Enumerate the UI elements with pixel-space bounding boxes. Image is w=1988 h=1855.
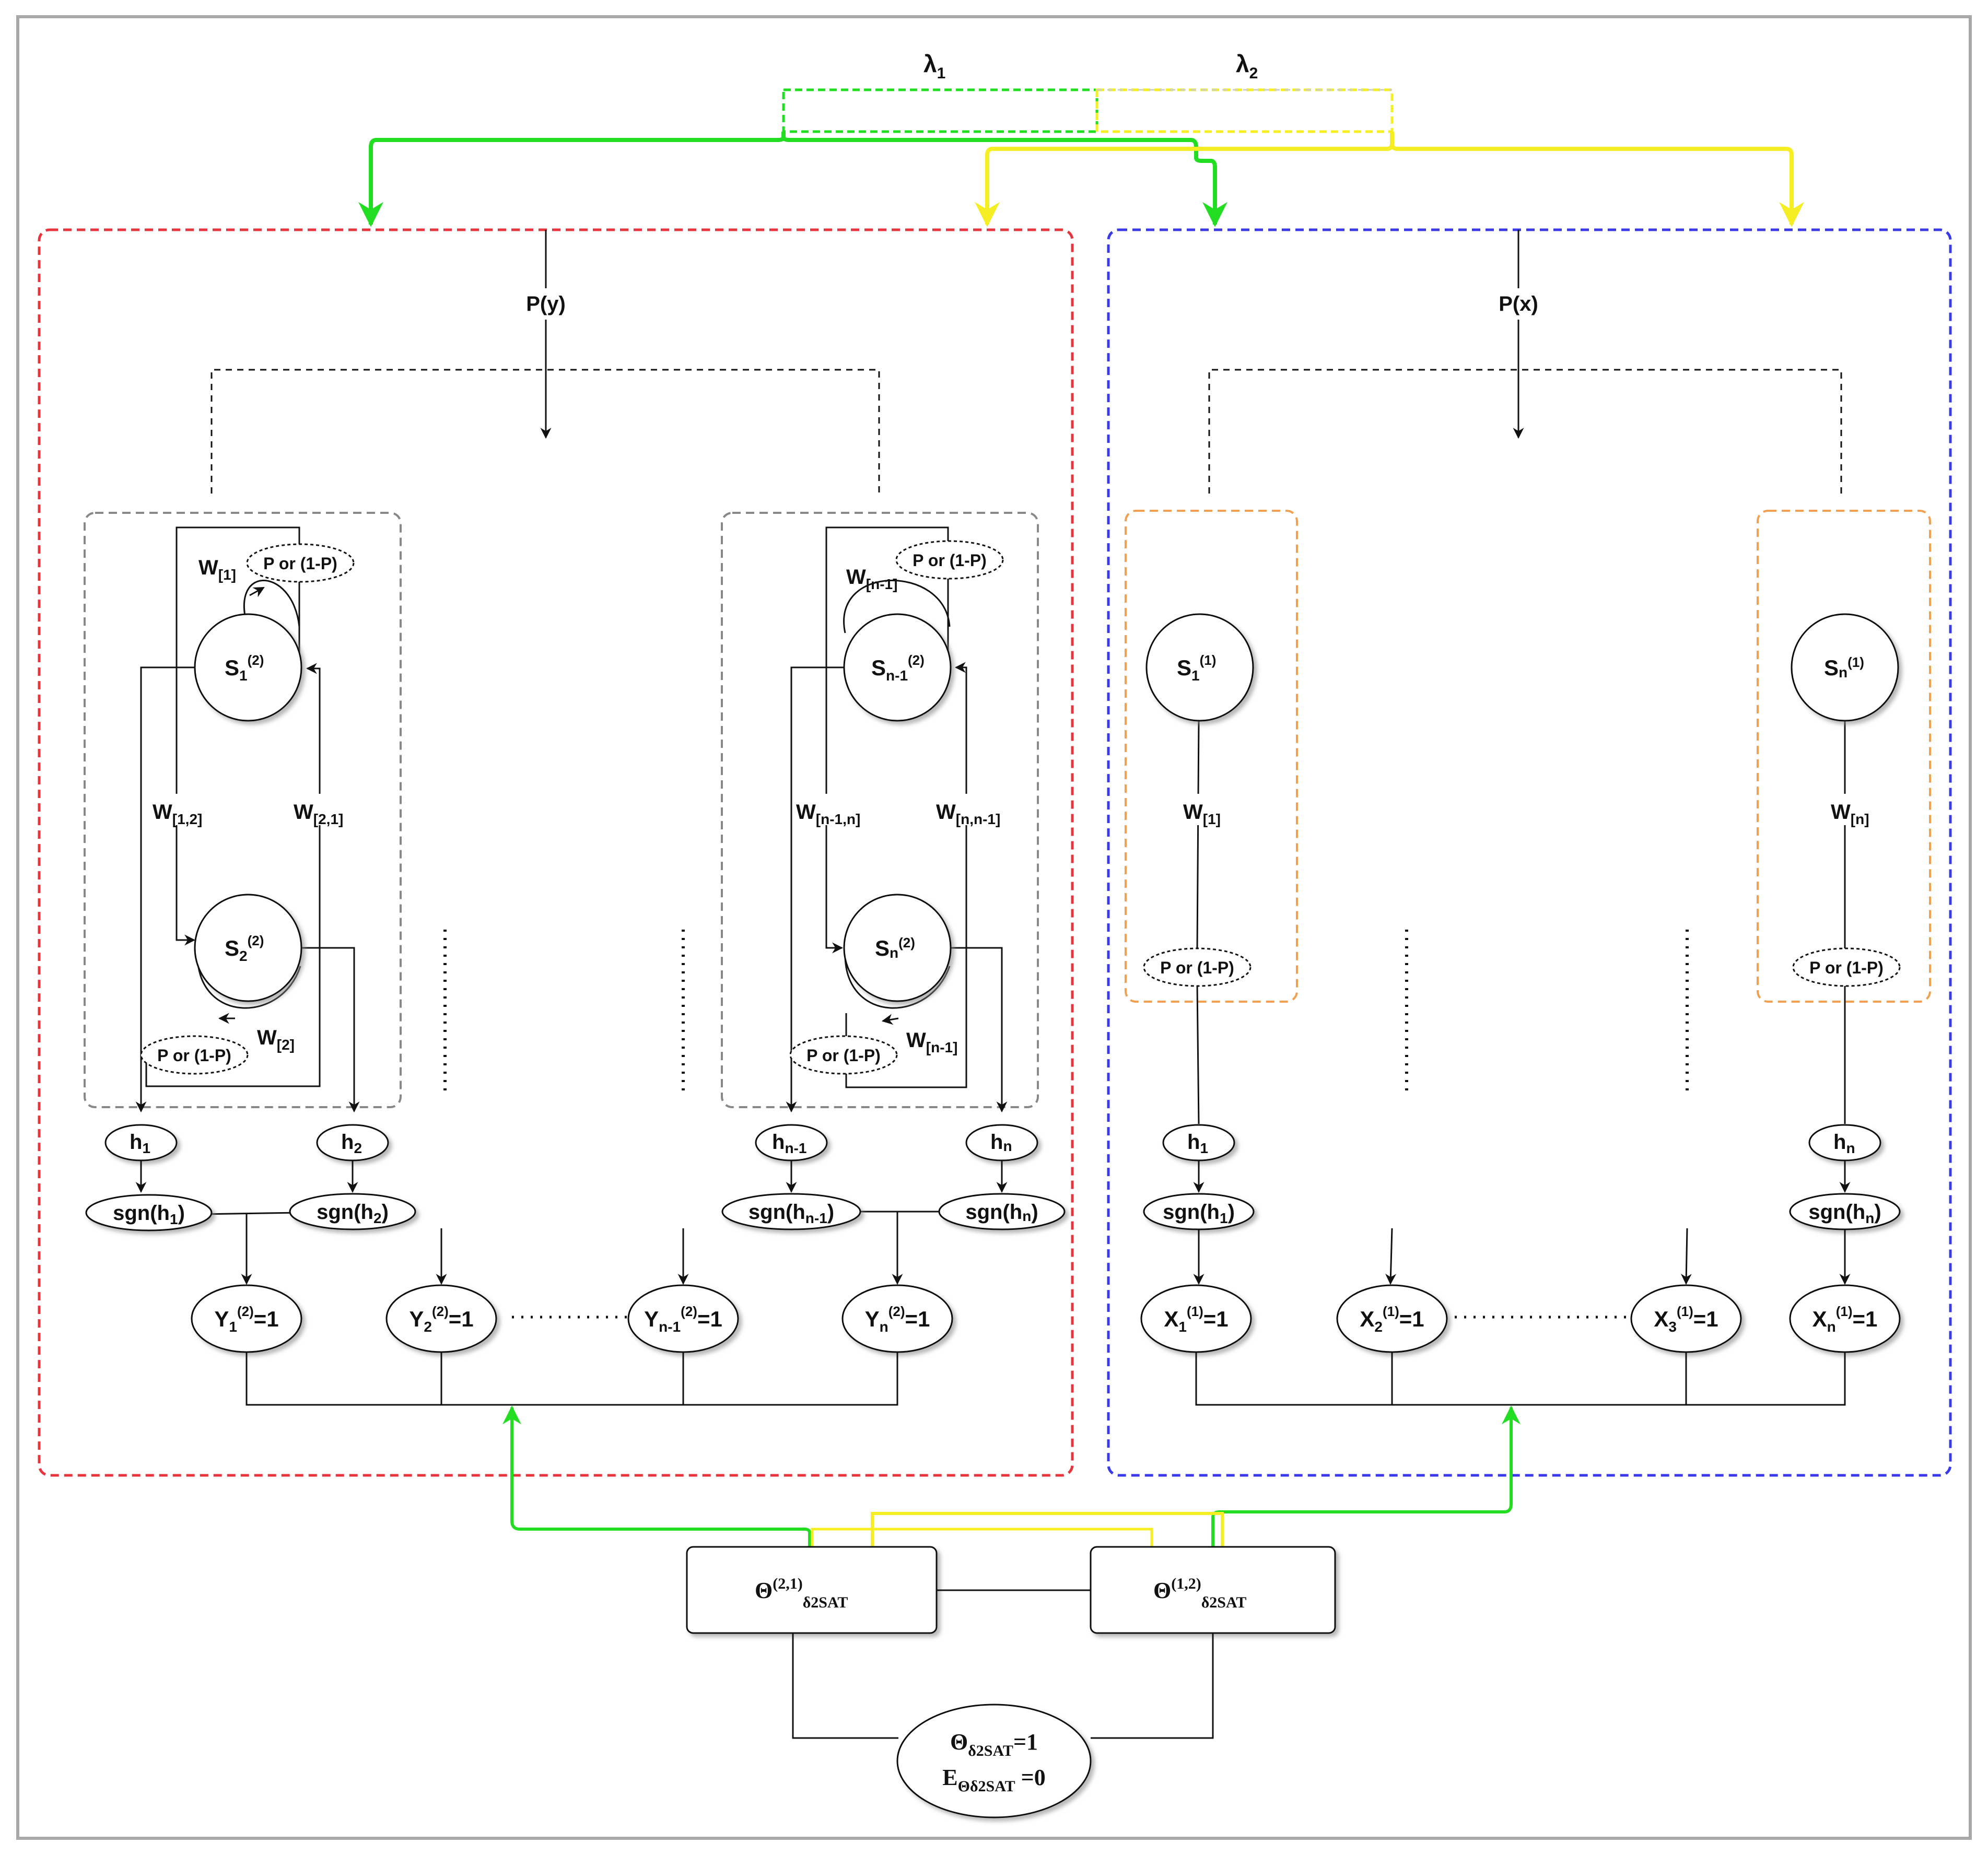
left-b2-w-top: W[n-1] — [846, 566, 897, 592]
theta21-label: Θ(2,1)δ2SAT — [755, 1575, 848, 1611]
left-b1-p-bot: P or (1-P) — [157, 1046, 231, 1065]
left-sgn4: sgn(hn) — [965, 1201, 1038, 1224]
left-panel — [38, 228, 1074, 1477]
green-arrow-lambda1-left — [358, 132, 786, 227]
final-line-1: Θδ2SAT=1 — [950, 1729, 1038, 1759]
green-arrow-up-right — [1211, 1405, 1521, 1547]
left-block-1: S1(2) S2(2) P or (1-P) P or (1-P) W[1] W… — [84, 512, 402, 1113]
left-sgn3: sgn(hn-1) — [749, 1201, 834, 1226]
left-h2: h2 — [341, 1131, 362, 1156]
left-b1-p-top: P or (1-P) — [263, 554, 337, 573]
right-b2-p: P or (1-P) — [1809, 958, 1884, 977]
left-b2-w21: W[n,n-1] — [936, 801, 1000, 827]
theta12-label: Θ(1,2)δ2SAT — [1153, 1575, 1246, 1611]
lambda-group: λ1 λ2 — [782, 50, 1394, 133]
left-sgn-nodes: sgn(h1) sgn(h2) sgn(hn-1) sgn(hn) — [85, 1193, 1066, 1285]
left-sgn1: sgn(h1) — [113, 1202, 185, 1227]
left-y4: Yn(2)=1 — [865, 1304, 930, 1335]
lambda-1-box — [782, 88, 1098, 133]
left-b1-w-top: W[1] — [198, 556, 236, 583]
left-h4: hn — [990, 1131, 1012, 1154]
right-prob-label: P(x) — [1499, 292, 1538, 315]
right-h1: h1 — [1187, 1131, 1208, 1156]
right-x2: X2(1)=1 — [1360, 1304, 1424, 1335]
right-x4: Xn(1)=1 — [1812, 1304, 1878, 1335]
final-condition: Θδ2SAT=1 EΘδ2SAT =0 — [896, 1704, 1092, 1818]
final-line-2: EΘδ2SAT =0 — [942, 1765, 1045, 1795]
theta-21-box: Θ(2,1)δ2SAT — [686, 1546, 938, 1634]
right-sgn2: sgn(hn) — [1808, 1201, 1881, 1226]
right-x1: X1(1)=1 — [1164, 1304, 1228, 1335]
right-b1-p: P or (1-P) — [1160, 958, 1234, 977]
right-panel — [1107, 228, 1952, 1477]
theta-12-box: Θ(1,2)δ2SAT — [1090, 1546, 1336, 1634]
left-b2-p-top: P or (1-P) — [913, 551, 987, 570]
outer-frame — [16, 15, 1972, 1840]
left-sn1-label: Sn-1(2) — [871, 652, 925, 684]
right-x3: X3(1)=1 — [1654, 1304, 1718, 1335]
left-h-nodes: h1 h2 hn-1 hn — [104, 1124, 1038, 1193]
left-s1-label: S1(2) — [225, 652, 264, 684]
green-arrow-up-left — [502, 1405, 811, 1547]
right-s1-label: S1(1) — [1177, 652, 1216, 684]
left-prob: P(y) — [211, 230, 880, 494]
left-b1-w21: W[2,1] — [294, 801, 343, 827]
left-b1-w12: W[1,2] — [153, 801, 202, 827]
lambda-2-box — [1095, 88, 1394, 133]
yellow-arrow-lambda2-left — [975, 132, 1394, 227]
left-b2-w-bot: W[n-1] — [906, 1029, 957, 1055]
right-h2: hn — [1833, 1131, 1855, 1156]
yellow-arrow-lambda2-right — [1390, 132, 1804, 227]
lambda-1-label: λ1 — [923, 50, 945, 82]
right-sgn1: sgn(h1) — [1163, 1201, 1235, 1226]
left-s2-label: S2(2) — [225, 933, 264, 964]
right-x-nodes: X1(1)=1 X2(1)=1 X3(1)=1 Xn(1)=1 — [1140, 1284, 1901, 1406]
left-b2-p-bot: P or (1-P) — [806, 1046, 881, 1065]
right-prob: P(x) — [1208, 230, 1842, 494]
left-y-nodes: Y1(2)=1 Y2(2)=1 Yn-1(2)=1 Yn(2)=1 — [191, 1284, 953, 1406]
left-y2: Y2(2)=1 — [409, 1304, 473, 1335]
green-arrow-lambda1-right — [781, 132, 1227, 227]
left-y1: Y1(2)=1 — [214, 1304, 278, 1335]
right-h-nodes: h1 hn sgn(h1) sgn(hn) — [1143, 1124, 1901, 1285]
left-sgn2: sgn(h2) — [317, 1201, 389, 1226]
left-h3: hn-1 — [772, 1131, 806, 1156]
left-sn-label: Sn(2) — [875, 935, 915, 961]
left-block-2: Sn-1(2) Sn(2) P or (1-P) P or (1-P) W[n-… — [721, 512, 1039, 1113]
right-block-2: Sn(1) W[n] P or (1-P) — [1757, 510, 1931, 1124]
left-b2-w12: W[n-1,n] — [796, 801, 860, 827]
left-prob-label: P(y) — [526, 292, 566, 315]
left-b1-w-bot: W[2] — [257, 1026, 295, 1053]
right-sn-label: Sn(1) — [1824, 654, 1864, 680]
left-h1: h1 — [130, 1131, 150, 1156]
right-b1-w: W[1] — [1183, 801, 1221, 827]
lambda-2-label: λ2 — [1236, 50, 1258, 82]
right-b2-w: W[n] — [1831, 801, 1869, 827]
right-block-1: S1(1) W[1] P or (1-P) — [1125, 510, 1298, 1124]
left-y3: Yn-1(2)=1 — [644, 1304, 722, 1335]
